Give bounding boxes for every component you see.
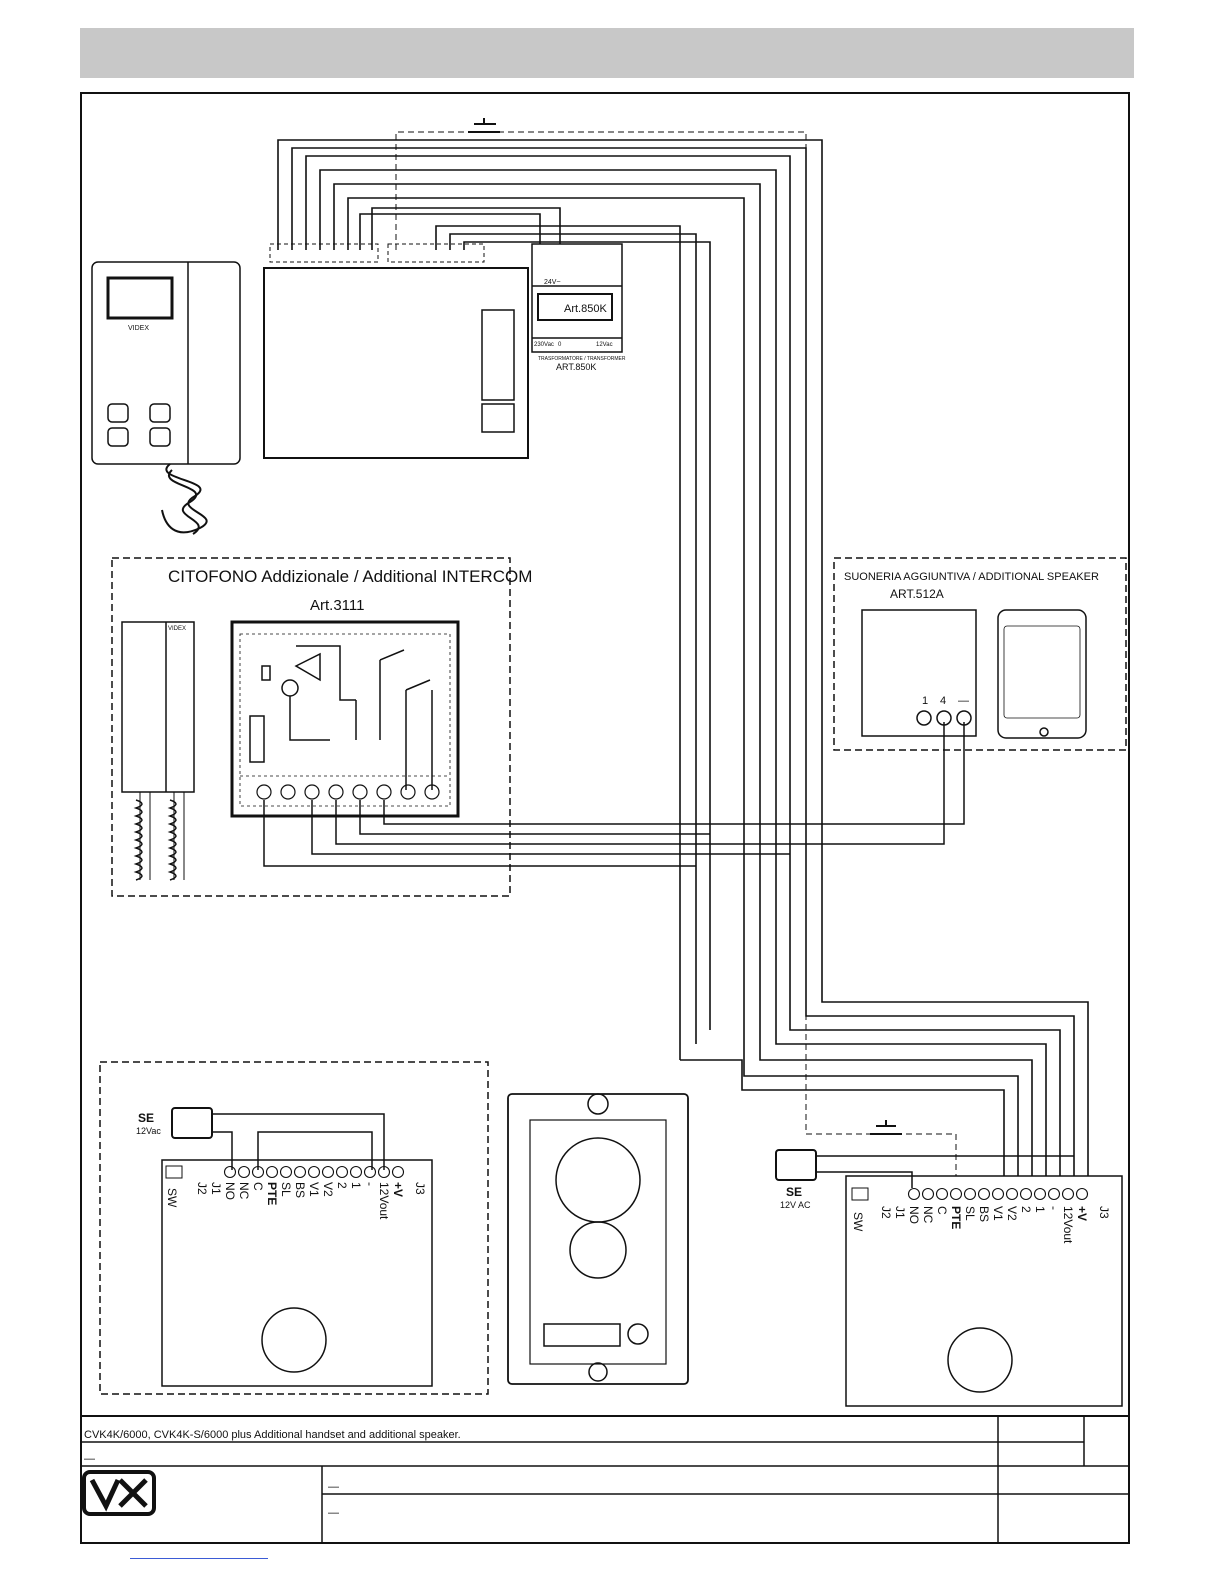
right-lbl-c: C (935, 1206, 949, 1215)
transformer-24v: 24V~ (544, 279, 561, 286)
left-lbl-sw: SW (165, 1188, 179, 1208)
right-se-sub: 12V AC (780, 1200, 811, 1210)
bottom-link-underline[interactable] (130, 1558, 268, 1559)
right-lbl-pte: PTE (949, 1206, 963, 1229)
left-panel-terminals (223, 1165, 405, 1179)
right-lbl-2: 2 (1019, 1206, 1033, 1213)
monitor-brand: VIDEX (128, 325, 149, 332)
left-lbl-plusv: +V (391, 1182, 405, 1197)
left-se-label: SE (138, 1111, 154, 1125)
speaker-art: ART.512A (890, 587, 944, 601)
intercom-brand: VIDEX (168, 626, 186, 632)
footer-dash-2: — (328, 1481, 339, 1493)
left-lbl-nc: NC (237, 1182, 251, 1200)
outdoor-station (507, 1093, 689, 1385)
transformer-230: 230Vac (534, 342, 554, 348)
left-lbl-12vout: 12Vout (377, 1182, 391, 1220)
intercom-title: CITOFONO Addizionale / Additional INTERC… (168, 567, 532, 586)
speaker-terminal-neg: — (958, 695, 969, 707)
right-lbl-bs: BS (977, 1206, 991, 1222)
footer-dash-1: — (84, 1453, 95, 1465)
transformer-caption: TRASFORMATORE / TRANSFORMER (538, 356, 626, 362)
left-lbl-j2: J2 (195, 1182, 209, 1195)
header-bar (80, 28, 1134, 78)
right-lbl-j3: J3 (1097, 1206, 1111, 1219)
transformer-label: Art.850K (564, 303, 607, 315)
labels: CITOFONO Addizionale / Additional INTERC… (128, 279, 1099, 1210)
right-se-label: SE (786, 1185, 802, 1199)
title-block (80, 1415, 1130, 1544)
left-lbl-sl: SL (279, 1182, 293, 1197)
left-lbl-v2: V2 (321, 1182, 335, 1197)
speaker-terminal-4: 4 (940, 695, 946, 707)
right-lbl-v2: V2 (1005, 1206, 1019, 1221)
power-supply-unit (263, 243, 529, 459)
left-lbl-j1: J1 (209, 1182, 223, 1195)
left-lbl-j3: J3 (413, 1182, 427, 1195)
right-terminal-labels: SW J2 J1 NO NC C PTE SL BS V1 V2 2 1 - 1… (851, 1206, 1111, 1244)
footer-texts: CVK4K/6000, CVK4K-S/6000 plus Additional… (84, 1429, 461, 1519)
transformer-12: 12Vac (596, 342, 613, 348)
right-lbl-nc: NC (921, 1206, 935, 1224)
right-lbl-12vout: 12Vout (1061, 1206, 1075, 1244)
right-lbl-j1: J1 (893, 1206, 907, 1219)
left-lbl-2: 2 (335, 1182, 349, 1189)
intercom-terminals (256, 784, 440, 800)
left-lbl-minus: - (363, 1182, 377, 1186)
right-lbl-sw: SW (851, 1212, 865, 1232)
intercom-wiring (263, 722, 965, 867)
right-lbl-j2: J2 (879, 1206, 893, 1219)
additional-intercom-box (111, 557, 511, 897)
left-lbl-no: NO (223, 1182, 237, 1200)
right-lbl-sl: SL (963, 1206, 977, 1221)
left-lbl-1: 1 (349, 1182, 363, 1189)
right-lbl-plusv: +V (1075, 1206, 1089, 1221)
right-panel-board (775, 1149, 1123, 1407)
left-terminal-labels: SW J2 J1 NO NC C PTE SL BS V1 V2 2 1 - 1… (165, 1182, 427, 1220)
left-lbl-c: C (251, 1182, 265, 1191)
left-panel-board (99, 1061, 489, 1395)
left-lbl-bs: BS (293, 1182, 307, 1198)
additional-speaker-box (833, 557, 1127, 751)
speaker-terminal-1: 1 (922, 695, 928, 707)
drawing-frame (80, 92, 1130, 1544)
transformer-0: 0 (558, 342, 562, 348)
intercom-art: Art.3111 (310, 597, 364, 614)
right-lbl-v1: V1 (991, 1206, 1005, 1221)
speaker-title: SUONERIA AGGIUNTIVA / ADDITIONAL SPEAKER (844, 571, 1099, 583)
transformer-art: ART.850K (556, 362, 596, 372)
left-se-sub: 12Vac (136, 1126, 161, 1136)
footer-description: CVK4K/6000, CVK4K-S/6000 plus Additional… (84, 1429, 461, 1441)
right-panel-terminals (907, 1187, 1089, 1201)
video-monitor (91, 261, 241, 535)
left-lbl-v1: V1 (307, 1182, 321, 1197)
left-lbl-pte: PTE (265, 1182, 279, 1205)
wiring-bundle (277, 139, 1089, 1176)
right-lbl-no: NO (907, 1206, 921, 1224)
footer-dash-3: — (328, 1507, 339, 1519)
transformer-850k (531, 243, 623, 353)
right-lbl-1: 1 (1033, 1206, 1047, 1213)
right-lbl-minus: - (1047, 1206, 1061, 1210)
